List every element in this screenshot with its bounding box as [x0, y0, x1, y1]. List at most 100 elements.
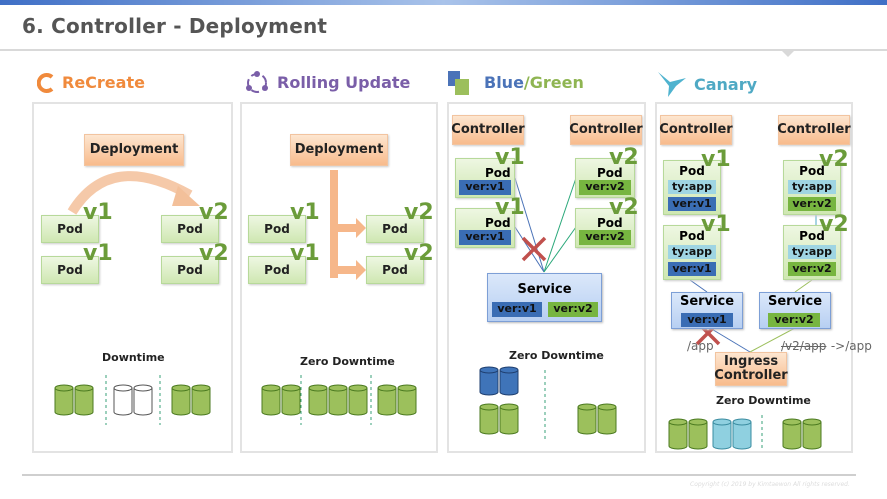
storage-cylinder-icon — [397, 384, 417, 416]
pod: Pod — [41, 215, 99, 243]
pod: Pod — [161, 256, 219, 284]
storage-cylinder-icon — [479, 403, 499, 435]
header-canary: Canary — [694, 75, 758, 94]
version-tag-v2: v2 — [609, 145, 639, 170]
service-label: Service — [679, 294, 735, 309]
header-blue: Blue — [484, 73, 524, 92]
version-tag-v2: v2 — [819, 147, 849, 172]
storage-cylinder-icon — [171, 384, 191, 416]
controller-box: Controller — [451, 115, 525, 145]
storage-cylinder-icon — [499, 366, 519, 396]
pod-label: Pod — [485, 216, 511, 230]
service-label: Service — [517, 282, 572, 297]
version-tag-v1: v1 — [83, 241, 113, 266]
top-accent-bar — [0, 0, 887, 5]
version-tag-v1: v1 — [701, 212, 731, 237]
pod-label: Pod — [679, 229, 705, 243]
storage-cylinder-icon — [712, 418, 732, 450]
storage-cylinder-icon — [74, 384, 94, 416]
pod-label: Pod — [485, 166, 511, 180]
ingress-controller-box: Ingress Controller — [714, 352, 788, 386]
storage-cylinder-icon — [113, 384, 133, 416]
controller-box: Controller — [659, 115, 733, 145]
storage-cylinder-icon — [597, 403, 617, 435]
recreate-icon — [37, 73, 54, 93]
pod-label: Pod — [799, 164, 825, 178]
version-tag-v2: v2 — [199, 241, 229, 266]
rolling-update-icon — [246, 71, 268, 93]
app-label: ty:app — [668, 180, 716, 194]
path-app: /app — [687, 339, 714, 353]
canary-links — [689, 215, 817, 353]
divider-notch — [780, 49, 796, 57]
pod-label: Pod — [597, 216, 623, 230]
version-label: ver:v1 — [668, 262, 716, 276]
pod: Pod — [366, 215, 424, 243]
version-tag-v2: v2 — [199, 200, 229, 225]
caption-zero-downtime: Zero Downtime — [300, 355, 395, 368]
version-label: ver:v2 — [788, 262, 836, 276]
version-tag-v1: v1 — [701, 147, 731, 172]
version-label: ver:v2 — [579, 180, 631, 195]
service-selector-v2: ver:v2 — [768, 313, 820, 327]
service-selector-v1: ver:v1 — [681, 313, 733, 327]
recreate-arrow — [67, 171, 193, 215]
header-slash: / — [523, 73, 530, 92]
cross-icon — [521, 236, 547, 262]
controller-box: Controller — [777, 115, 851, 145]
copyright: Copyright (c) 2019 by Kimtaewon All righ… — [690, 481, 850, 488]
storage-cylinder-icon — [668, 418, 688, 450]
header-rolling-update: Rolling Update — [277, 73, 411, 92]
version-label: ver:v1 — [459, 180, 511, 195]
storage-cylinder-icon — [499, 403, 519, 435]
storage-cylinder-icon — [802, 418, 822, 450]
pod: Pod — [41, 256, 99, 284]
storage-cylinder-icon — [281, 384, 301, 416]
version-label: ver:v2 — [579, 230, 631, 245]
deployment-box: Deployment — [290, 134, 388, 166]
storage-cylinder-icon — [348, 384, 368, 416]
storage-cylinder-icon — [782, 418, 802, 450]
storage-cylinder-icon — [479, 366, 499, 396]
caption-zero-downtime: Zero Downtime — [509, 349, 604, 362]
storage-cylinder-icon — [308, 384, 328, 416]
controller-box: Controller — [569, 115, 643, 145]
header-green: Green — [529, 73, 584, 92]
version-label: ver:v1 — [668, 197, 716, 211]
version-tag-v1: v1 — [83, 200, 113, 225]
header-blue-green: Blue/Green — [484, 73, 584, 92]
storage-cylinder-icon — [732, 418, 752, 450]
storage-cylinder-icon — [133, 384, 153, 416]
canary-bird-icon — [658, 72, 686, 97]
pod-label: Pod — [799, 229, 825, 243]
version-tag-v2: v2 — [404, 200, 434, 225]
app-label: ty:app — [788, 180, 836, 194]
pod-label: Pod — [679, 164, 705, 178]
version-tag-v2: v2 — [404, 241, 434, 266]
version-tag-v1: v1 — [290, 200, 320, 225]
storage-cylinder-icon — [328, 384, 348, 416]
version-label: ver:v1 — [459, 230, 511, 245]
storage-cylinder-icon — [577, 403, 597, 435]
service-selector-v1: ver:v1 — [492, 302, 542, 317]
app-label: ty:app — [668, 245, 716, 259]
rolling-arrows — [330, 170, 366, 280]
version-tag-v2: v2 — [819, 212, 849, 237]
path-v2-struck: /v2/app — [781, 339, 827, 353]
green-square-icon — [455, 79, 469, 95]
path-rewrite: ->/app — [827, 339, 872, 353]
caption-downtime: Downtime — [102, 351, 165, 364]
page-title: 6. Controller - Deployment — [22, 14, 328, 38]
deployment-box: Deployment — [84, 134, 184, 166]
version-tag-v1: v1 — [495, 195, 525, 220]
header-recreate: ReCreate — [62, 73, 145, 92]
app-label: ty:app — [788, 245, 836, 259]
version-tag-v1: v1 — [290, 241, 320, 266]
pod: Pod — [248, 256, 306, 284]
service-label: Service — [767, 294, 823, 309]
version-tag-v2: v2 — [609, 195, 639, 220]
version-label: ver:v2 — [788, 197, 836, 211]
storage-cylinder-icon — [688, 418, 708, 450]
